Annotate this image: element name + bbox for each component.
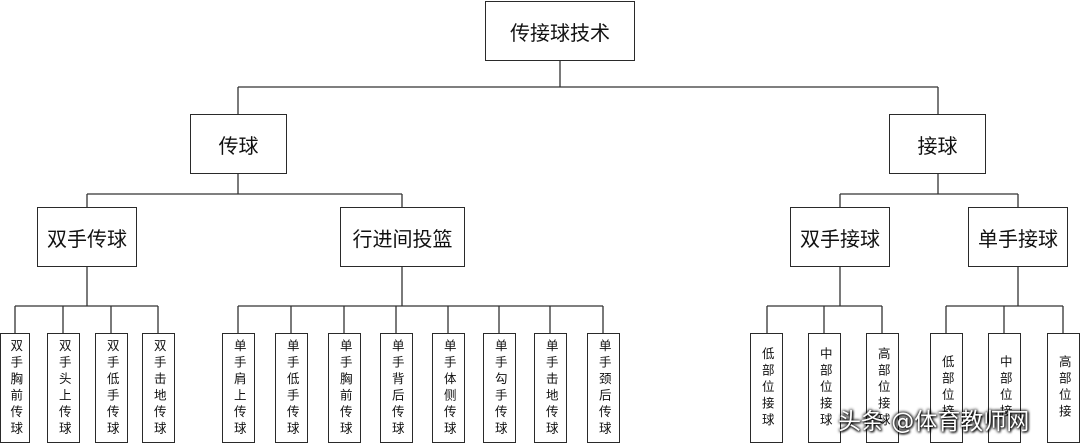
leaf-one-hand-chest: 单手胸前传球: [328, 333, 361, 443]
leaf-underhand-pass: 双手低手传球: [95, 333, 128, 443]
node-layup: 行进间投篮: [340, 207, 465, 267]
leaf-high-catch-one-hand: 高部位接: [1047, 333, 1080, 443]
leaf-bounce-pass: 双手击地传球: [142, 333, 175, 443]
leaf-low-catch-one-hand: 低部位接: [930, 333, 963, 443]
leaf-one-hand-underhand: 单手低手传球: [275, 333, 308, 443]
node-two-hand-catch: 双手接球: [790, 207, 890, 267]
leaf-one-hand-shoulder: 单手肩上传球: [222, 333, 255, 443]
root-node: 传接球技术: [485, 1, 635, 61]
leaf-one-hand-behind-neck: 单手颈后传球: [587, 333, 620, 443]
leaf-high-catch: 高部位接球: [866, 333, 899, 443]
leaf-one-hand-behind-back: 单手背后传球: [380, 333, 413, 443]
leaf-one-hand-hook: 单手勾手传球: [483, 333, 516, 443]
node-two-hand-pass: 双手传球: [37, 207, 137, 267]
node-catch: 接球: [889, 114, 986, 174]
leaf-one-hand-side: 单手体侧传球: [432, 333, 465, 443]
leaf-mid-catch: 中部位接球: [808, 333, 841, 443]
leaf-low-catch: 低部位接球: [750, 333, 783, 443]
watermark: 头条 @体育教师网: [838, 409, 1030, 435]
node-one-hand-catch: 单手接球: [968, 207, 1068, 267]
node-pass: 传球: [190, 114, 287, 174]
leaf-mid-catch-one-hand: 中部位接: [988, 333, 1021, 443]
leaf-chest-pass: 双手胸前传球: [0, 333, 30, 443]
leaf-overhead-pass: 双手头上传球: [47, 333, 80, 443]
leaf-one-hand-bounce: 单手击地传球: [534, 333, 567, 443]
